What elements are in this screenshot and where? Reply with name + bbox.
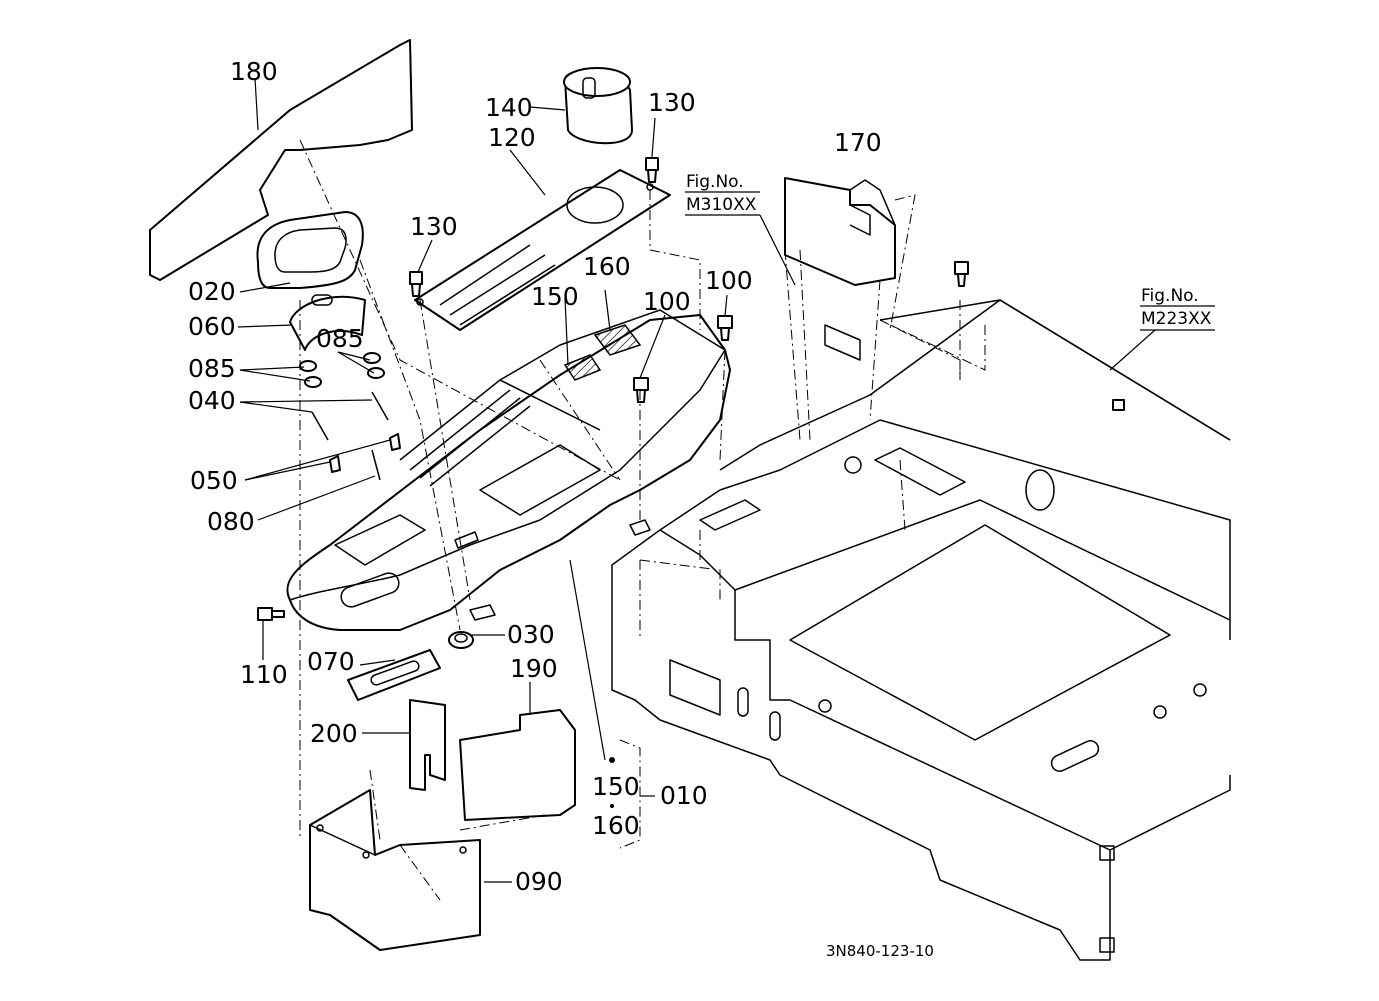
label-100-left: 100 <box>643 287 691 316</box>
label-050: 050 <box>190 466 238 495</box>
part-060-cover <box>289 294 366 351</box>
part-090-cover <box>309 789 481 951</box>
part-070-plate <box>347 649 441 701</box>
label-190: 190 <box>510 654 558 683</box>
drawing-code: 3N840-123-10 <box>826 942 934 960</box>
label-085-right: 085 <box>316 324 364 353</box>
assembly-lines <box>299 139 916 901</box>
label-030: 030 <box>507 620 555 649</box>
label-150-bottom: 150 <box>592 772 640 801</box>
part-140-cup-holder <box>563 67 633 145</box>
label-010: 010 <box>660 781 708 810</box>
fig-ref-1-title: Fig.No. <box>686 172 744 192</box>
label-160-bottom: 160 <box>592 811 640 840</box>
console-body <box>286 309 731 631</box>
part-200-bracket <box>409 699 446 791</box>
part-120-top-plate <box>414 169 671 331</box>
label-110: 110 <box>240 660 288 689</box>
label-020: 020 <box>188 277 236 306</box>
frame-assembly <box>611 299 1231 961</box>
label-130-left: 130 <box>410 212 458 241</box>
figure-references: Fig.No. M310XX Fig.No. M223XX <box>686 172 1212 329</box>
label-120: 120 <box>488 123 536 152</box>
leader-lines <box>237 77 1215 883</box>
label-080: 080 <box>207 507 255 536</box>
part-170-block <box>784 177 896 286</box>
part-labels: 180 140 130 120 170 130 020 060 085 085 … <box>188 57 882 896</box>
label-140: 140 <box>485 93 533 122</box>
part-020-bezel <box>256 211 364 289</box>
label-085-left: 085 <box>188 354 236 383</box>
label-200: 200 <box>310 719 358 748</box>
fig-ref-2-title: Fig.No. <box>1141 286 1199 306</box>
bolts <box>257 157 1125 621</box>
label-070: 070 <box>307 647 355 676</box>
part-030-grommet <box>448 631 474 649</box>
label-150-top: 150 <box>531 282 579 311</box>
part-190-pad <box>459 709 576 821</box>
label-130-top: 130 <box>648 88 696 117</box>
fig-ref-2-code: M223XX <box>1141 309 1212 329</box>
label-100-right: 100 <box>705 266 753 295</box>
label-160-top: 160 <box>583 252 631 281</box>
fig-ref-1-code: M310XX <box>686 195 757 215</box>
label-180: 180 <box>230 57 278 86</box>
part-180-side-panel <box>149 39 413 281</box>
label-060: 060 <box>188 312 236 341</box>
label-170: 170 <box>834 128 882 157</box>
label-040: 040 <box>188 386 236 415</box>
label-090: 090 <box>515 867 563 896</box>
